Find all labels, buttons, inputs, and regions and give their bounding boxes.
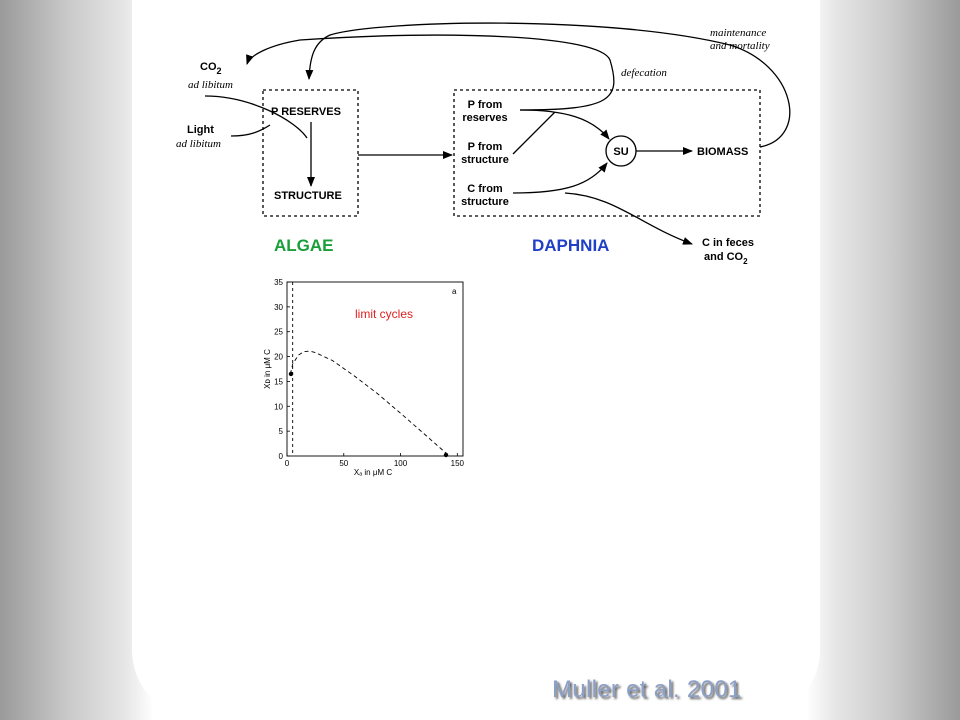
y-tick-label: 35 [274,278,283,287]
y-tick-label: 0 [279,452,284,461]
biomass-label: BIOMASS [697,146,748,158]
y-tick-label: 5 [279,427,284,436]
defecation-arrow [246,34,615,111]
co2-note: ad libitum [188,79,233,91]
algae-title: ALGAE [274,236,334,255]
panel-label: a [452,287,457,296]
plot-frame [286,281,464,457]
feces-arrow [564,192,693,245]
p-reserves-to-su-arrow [519,109,610,140]
light-label: Light [187,124,214,136]
maintenance-arrow [305,22,791,148]
x-tick-label: 100 [394,459,408,468]
y-tick-label: 15 [274,377,283,386]
y-tick-label: 25 [274,328,283,337]
light-link [230,124,271,137]
p-structure-link [512,111,556,155]
x-tick-label: 0 [285,459,290,468]
data-point [288,371,294,377]
x-tick-label: 50 [339,459,348,468]
daphnia-box [453,89,761,217]
x-axis-label: Xₐ in μM C [354,468,392,477]
citation: Muller et al. 2001 [552,676,742,703]
y-axis-label: Xᴅ in μM C [263,349,272,389]
defecation-label: defecation [621,67,667,79]
light-note: ad libitum [176,138,221,150]
co2-link [204,95,308,139]
y-tick-label: 20 [274,353,283,362]
su-label: SU [613,146,628,158]
c-structure-to-su-arrow [512,162,608,194]
y-tick-label: 10 [274,402,283,411]
limit-cycles-annotation: limit cycles [355,307,413,321]
co2-label: CO2 [200,61,222,76]
trajectory-line [289,350,450,456]
daphnia-title: DAPHNIA [532,236,609,255]
algae-box [262,89,359,217]
x-tick-label: 150 [451,459,465,468]
p-reserves-label: P RESERVES [271,106,341,118]
data-point [443,452,449,458]
phase-plot: 0 50 100 150 0 5 10 15 20 25 30 35 a limit cycles X… [263,278,465,477]
y-tick-label: 30 [274,303,283,312]
structure-label: STRUCTURE [274,190,342,202]
